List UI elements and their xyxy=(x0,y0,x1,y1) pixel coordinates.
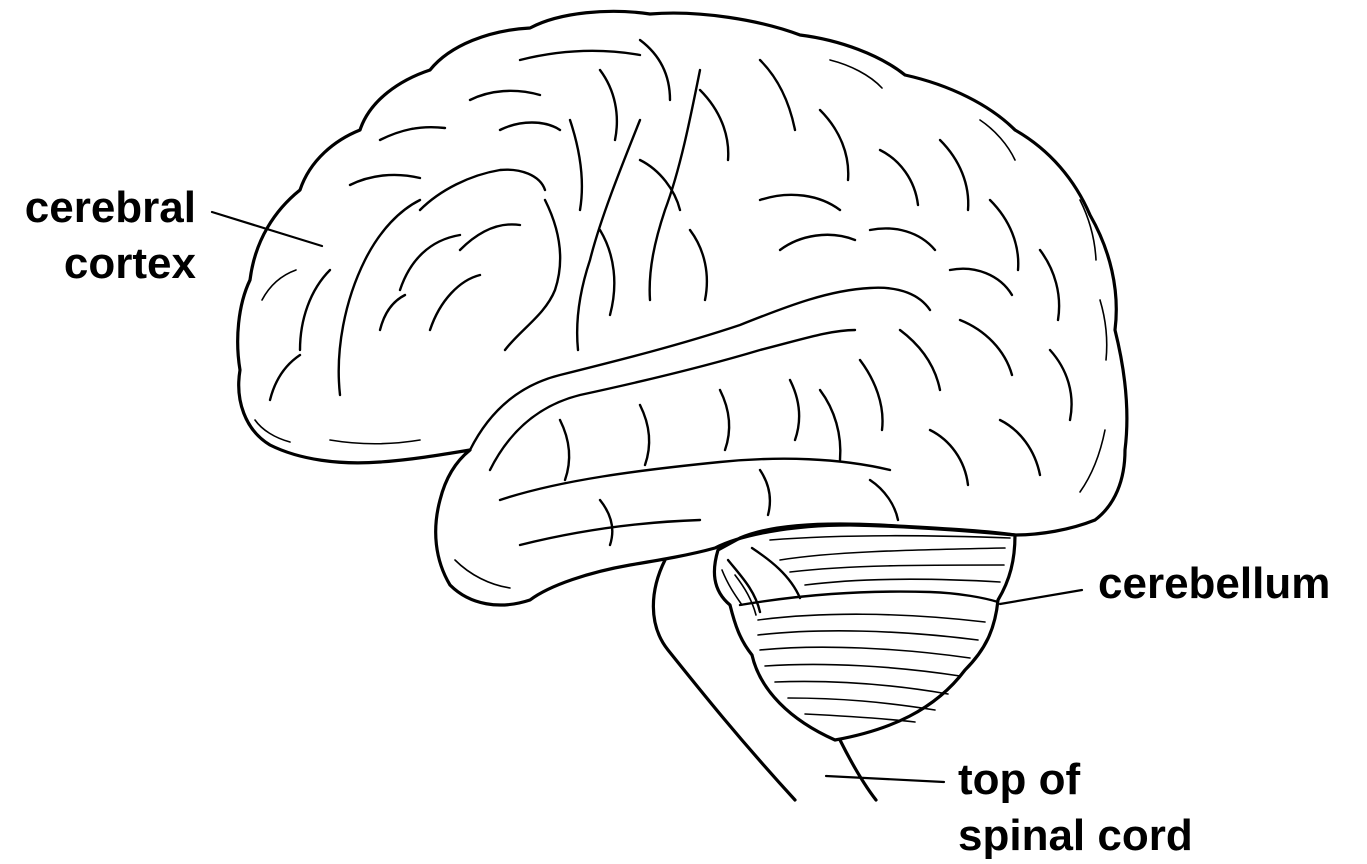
cerebellum xyxy=(714,524,1015,740)
label-spinal-cord-line1: top of xyxy=(958,752,1193,808)
cerebrum-outline xyxy=(238,11,1127,605)
leader-spinal-cord xyxy=(826,776,944,782)
cerebrum xyxy=(238,11,1127,605)
brainstem xyxy=(653,560,876,800)
label-cerebral-cortex-line2: cortex xyxy=(8,236,196,292)
leader-cerebellum xyxy=(1000,590,1082,604)
label-spinal-cord: top of spinal cord xyxy=(958,752,1193,864)
label-cerebral-cortex: cerebral cortex xyxy=(8,180,196,292)
label-cerebellum: cerebellum xyxy=(1098,556,1330,612)
cerebral-gyri xyxy=(255,40,1107,588)
leader-lines xyxy=(212,212,1082,782)
label-spinal-cord-line2: spinal cord xyxy=(958,808,1193,864)
cerebellum-folia xyxy=(722,536,1010,722)
leader-cerebral-cortex xyxy=(212,212,322,246)
label-cerebral-cortex-line1: cerebral xyxy=(8,180,196,236)
